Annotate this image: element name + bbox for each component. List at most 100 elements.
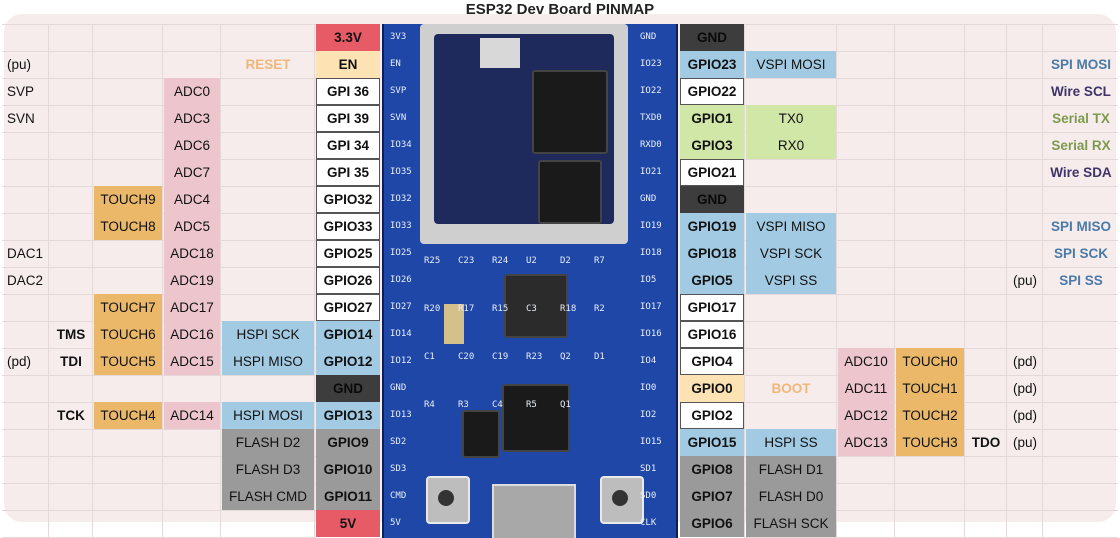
left-touch-label: TOUCH8 [94,213,162,240]
left-function-label: HSPI MISO [222,348,314,375]
right-adc-label: ADC12 [838,402,894,429]
silk-pin-label: GND [390,383,407,393]
left-jtag-label: TCK [57,408,85,423]
right-pin-label: GPIO7 [680,483,744,510]
left-adc-label: ADC3 [164,105,220,132]
grid-line [220,24,221,537]
grid-line [744,24,1118,25]
silk-part-label: Q1 [560,400,571,410]
left-function-label: FLASH D3 [222,456,314,483]
right-pin-note: (pu) [1012,435,1037,450]
right-pin-label: GPIO5 [680,267,744,294]
silk-part-label: R25 [424,256,441,266]
right-function-label: BOOT [771,381,811,396]
silk-pin-label: SVP [390,86,407,96]
grid-line [2,51,316,52]
grid-line [744,159,1118,160]
silk-pin-label: GND [640,194,657,204]
grid-line [744,132,1118,133]
silk-part-label: C3 [526,304,537,314]
right-pin-note: (pd) [1012,381,1037,396]
silk-pin-label: CLK [640,518,657,528]
left-adc-label: ADC15 [164,348,220,375]
silk-pin-label: IO22 [640,86,662,96]
left-jtag-label: TDI [60,354,82,369]
right-pin-label: GPIO2 [680,402,744,429]
silk-pin-label: 3V3 [390,32,407,42]
right-touch-label: TOUCH3 [896,429,964,456]
silk-part-label: R18 [560,304,577,314]
right-function-label: RX0 [746,132,836,159]
right-pin-label: GPIO8 [680,456,744,483]
silk-pin-label: IO15 [640,437,662,447]
silk-pin-label: IO5 [640,275,657,285]
right-external-label: SPI MOSI [1050,57,1111,72]
left-pin-label: GPIO9 [316,429,380,456]
silk-pin-label: IO17 [640,302,662,312]
grid-line [2,456,316,457]
left-pin-label: GPIO11 [316,483,380,510]
left-pin-label: GPIO10 [316,456,380,483]
grid-line [744,24,745,537]
left-pin-label: GPIO25 [316,240,380,267]
right-pin-label: GPIO15 [680,429,744,456]
diagram-title: ESP32 Dev Board PINMAP [465,1,655,18]
silk-part-label: R17 [458,304,475,314]
grid-line [2,24,316,25]
left-pin-label: 5V [316,510,380,537]
silk-pin-label: SD3 [390,464,407,474]
antenna-area [480,38,520,68]
right-pin-note: (pd) [1012,408,1037,423]
right-pin-label: GPIO1 [680,105,744,132]
silk-part-label: R5 [526,400,537,410]
left-touch-label: TOUCH6 [94,321,162,348]
right-external-label: Serial TX [1052,111,1110,126]
silk-pin-label: IO26 [390,275,412,285]
right-function-label: VSPI SS [746,267,836,294]
silk-pin-label: IO4 [640,356,657,366]
grid-line [836,24,837,537]
left-pin-label: GPIO14 [316,321,380,348]
left-pin-label: GPIO33 [316,213,380,240]
right-pin-label: GND [680,24,744,51]
right-pin-note: (pd) [1012,354,1037,369]
silk-pin-label: SD2 [390,437,407,447]
right-pin-label: GPIO17 [680,294,744,321]
silk-part-label: U2 [526,256,537,266]
silk-pin-label: IO0 [640,383,657,393]
silk-pin-label: CMD [390,491,407,501]
silk-part-label: R4 [424,400,435,410]
right-pin-label: GPIO4 [680,348,744,375]
silk-pin-label: 5V [390,518,401,528]
left-pin-note: (pu) [7,57,32,72]
grid-line [744,267,1118,268]
silk-pin-label: IO12 [390,356,412,366]
silk-pin-label: IO21 [640,167,662,177]
silk-pin-label: RXD0 [640,140,662,150]
right-pin-label: GPIO16 [680,321,744,348]
left-touch-label: TOUCH9 [94,186,162,213]
right-function-label: VSPI MOSI [746,51,836,78]
silk-part-label: C1 [424,352,435,362]
right-function-label: TX0 [746,105,836,132]
silk-pin-label: SVN [390,113,407,123]
silk-pin-label: IO14 [390,329,412,339]
left-function-label: RESET [245,57,291,72]
right-touch-label: TOUCH0 [896,348,964,375]
left-pin-label: 3.3V [316,24,380,51]
grid-line [2,510,316,511]
right-pin-label: GPIO19 [680,213,744,240]
grid-line [744,105,1118,106]
left-adc-label: ADC18 [164,240,220,267]
grid-line [744,213,1118,214]
silk-part-label: R15 [492,304,509,314]
silk-pin-label: IO19 [640,221,662,231]
left-pin-label: GPIO32 [316,186,380,213]
silk-part-label: Q2 [560,352,571,362]
grid-line [744,51,1118,52]
silk-part-label: R23 [526,352,543,362]
grid-line [2,159,316,160]
silk-part-label: C4 [492,400,503,410]
grid-line [1042,24,1043,537]
